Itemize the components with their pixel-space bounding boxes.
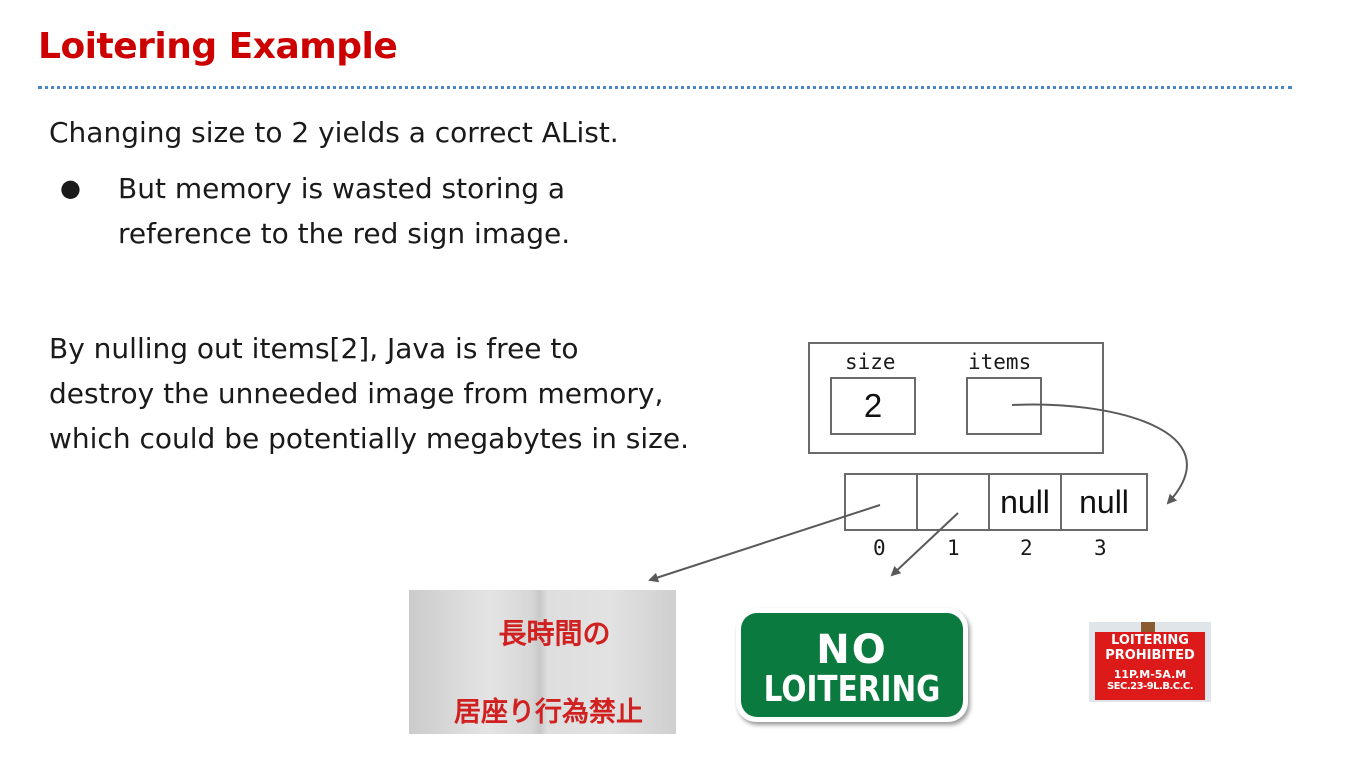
items-field-label: items [968,350,1032,374]
prohibited-sign-line1: LOITERING [1111,633,1189,648]
cell1-to-no-loitering-arrow [890,512,959,577]
array-index-0: 0 [873,536,886,560]
no-loitering-line2: LOITERING [763,669,941,710]
title-divider [38,86,1292,89]
alist-object-box [808,342,1104,454]
prohibited-sign-line3: 11P.M-5A.M [1113,668,1187,681]
array-index-2: 2 [1020,536,1033,560]
slide-title: Loitering Example [38,26,398,67]
cell0-to-japanese-sign-arrow [648,504,881,583]
intro-text: Changing size to 2 yields a correct ALis… [49,116,619,149]
items-array: null null [844,473,1148,531]
array-index-1: 1 [947,536,960,560]
no-loitering-sign-image: NO LOITERING [736,608,968,722]
explanation-text: By nulling out items[2], Java is free to… [49,332,689,455]
japanese-sign-image: 長時間の 居座り行為禁止 [409,590,676,734]
size-field-label: size [845,350,896,374]
prohibited-sign-line2: PROHIBITED [1105,648,1195,663]
bullet-marker: ● [60,174,81,202]
prohibited-sign-line4: SEC.23-9L.B.C.C. [1106,681,1194,692]
size-value-box: 2 [830,377,916,435]
items-to-array-arrow [1011,403,1188,505]
array-index-3: 3 [1094,536,1107,560]
array-cell-3: null [1060,473,1148,531]
no-loitering-line1: NO [816,627,888,673]
items-pointer-box [966,377,1042,435]
japanese-sign-line1: 長時間の [498,617,611,650]
loitering-prohibited-sign-image: LOITERING PROHIBITED 11P.M-5A.M SEC.23-9… [1089,622,1211,702]
bullet-text: But memory is wasted storing a reference… [118,172,571,250]
japanese-sign-line2: 居座り行為禁止 [454,697,643,728]
sign-post [1141,622,1155,634]
